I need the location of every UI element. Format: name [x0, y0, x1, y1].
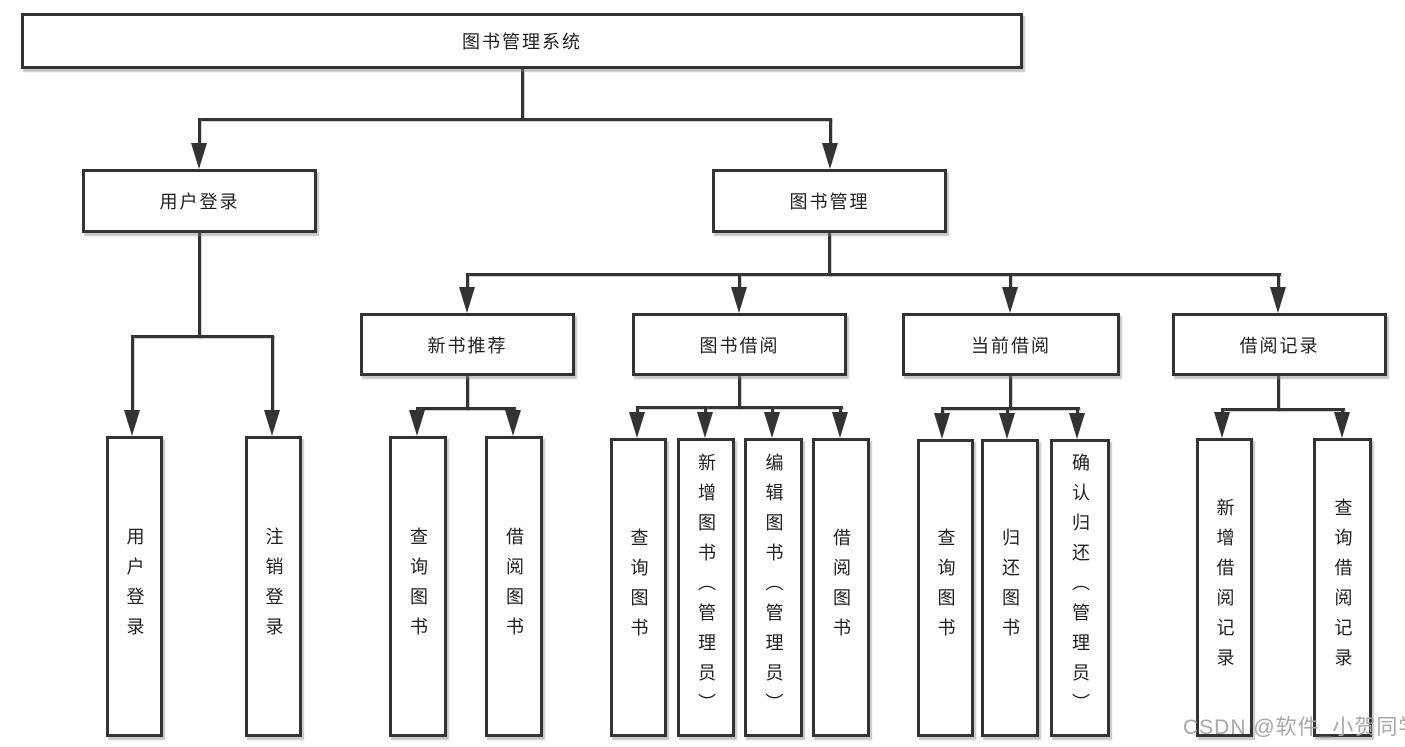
arrow-down-icon [832, 412, 848, 438]
leaf-add-books-admin: 新增图书（管理员） [677, 438, 735, 737]
connector-vline [1221, 408, 1224, 415]
arrow-down-icon [697, 412, 713, 438]
connector-vline [1009, 376, 1012, 410]
connector-vline [271, 335, 274, 413]
leaf-user-login: 用户登录 [106, 436, 163, 737]
arrow-down-icon [1069, 413, 1085, 439]
connector-vline [738, 376, 741, 409]
leaf-borrow-books: 借阅图书 [485, 436, 543, 737]
connector-vline [941, 407, 944, 416]
arrow-down-icon [191, 143, 207, 169]
node-book-borrow: 图书借阅 [632, 313, 847, 376]
arrow-down-icon [764, 412, 780, 438]
csdn-watermark: CSDN @软件_小贺同学 [1183, 716, 1405, 739]
arrow-down-icon [1002, 287, 1018, 313]
arrow-down-icon [999, 413, 1015, 439]
connector-vline [839, 406, 842, 415]
leaf-query-books: 查询图书 [610, 438, 667, 737]
connector-vline [1341, 408, 1344, 415]
connector-vline [1009, 273, 1012, 291]
connector-vline [704, 406, 707, 415]
leaf-edit-books-admin: 编辑图书（管理员） [744, 438, 803, 737]
connector-vline [1277, 376, 1280, 411]
leaf-borrow-books: 借阅图书 [812, 438, 870, 737]
arrow-down-icon [731, 287, 747, 313]
connector-vline [738, 273, 741, 291]
arrow-down-icon [1270, 287, 1286, 313]
connector-vline [198, 118, 201, 146]
connector-hline [416, 407, 516, 410]
leaf-query-books: 查询图书 [917, 439, 974, 737]
node-borrow-records: 借阅记录 [1172, 313, 1387, 376]
connector-vline [1277, 273, 1280, 291]
connector-vline [636, 406, 639, 415]
connector-vline [198, 233, 201, 338]
arrow-down-icon [934, 413, 950, 439]
connector-vline [771, 406, 774, 415]
arrow-down-icon [1214, 412, 1230, 438]
leaf-return-books: 归还图书 [981, 439, 1039, 737]
connector-hline [636, 406, 843, 409]
connector-vline [131, 335, 134, 413]
node-user-login: 用户登录 [82, 169, 317, 233]
node-root: 图书管理系统 [21, 13, 1023, 69]
arrow-down-icon [264, 410, 280, 436]
connector-hline [1221, 408, 1345, 411]
connector-vline [1006, 407, 1009, 416]
node-book-management: 图书管理 [712, 169, 947, 233]
connector-hline [941, 407, 1080, 410]
connector-vline [466, 273, 469, 291]
leaf-add-borrow-record: 新增借阅记录 [1196, 438, 1253, 737]
connector-vline [466, 376, 469, 410]
arrow-down-icon [459, 287, 475, 313]
connector-vline [828, 233, 831, 276]
connector-hline [131, 335, 274, 338]
connector-vline [1076, 407, 1079, 416]
leaf-query-books: 查询图书 [389, 436, 447, 737]
arrow-down-icon [124, 410, 140, 436]
node-current-borrow: 当前借阅 [902, 313, 1120, 376]
connector-hline [198, 118, 832, 121]
node-new-book-recommend: 新书推荐 [360, 313, 575, 376]
connector-vline [521, 69, 524, 118]
arrow-down-icon [822, 143, 838, 169]
connector-hline [466, 273, 1281, 276]
leaf-confirm-return-admin: 确认归还（管理员） [1050, 439, 1110, 737]
arrow-down-icon [629, 412, 645, 438]
arrow-down-icon [1334, 412, 1350, 438]
leaf-query-borrow-record: 查询借阅记录 [1313, 438, 1372, 737]
arrow-down-icon [505, 410, 521, 436]
connector-vline [829, 118, 832, 146]
leaf-logout: 注销登录 [245, 436, 302, 737]
arrow-down-icon [409, 410, 425, 436]
